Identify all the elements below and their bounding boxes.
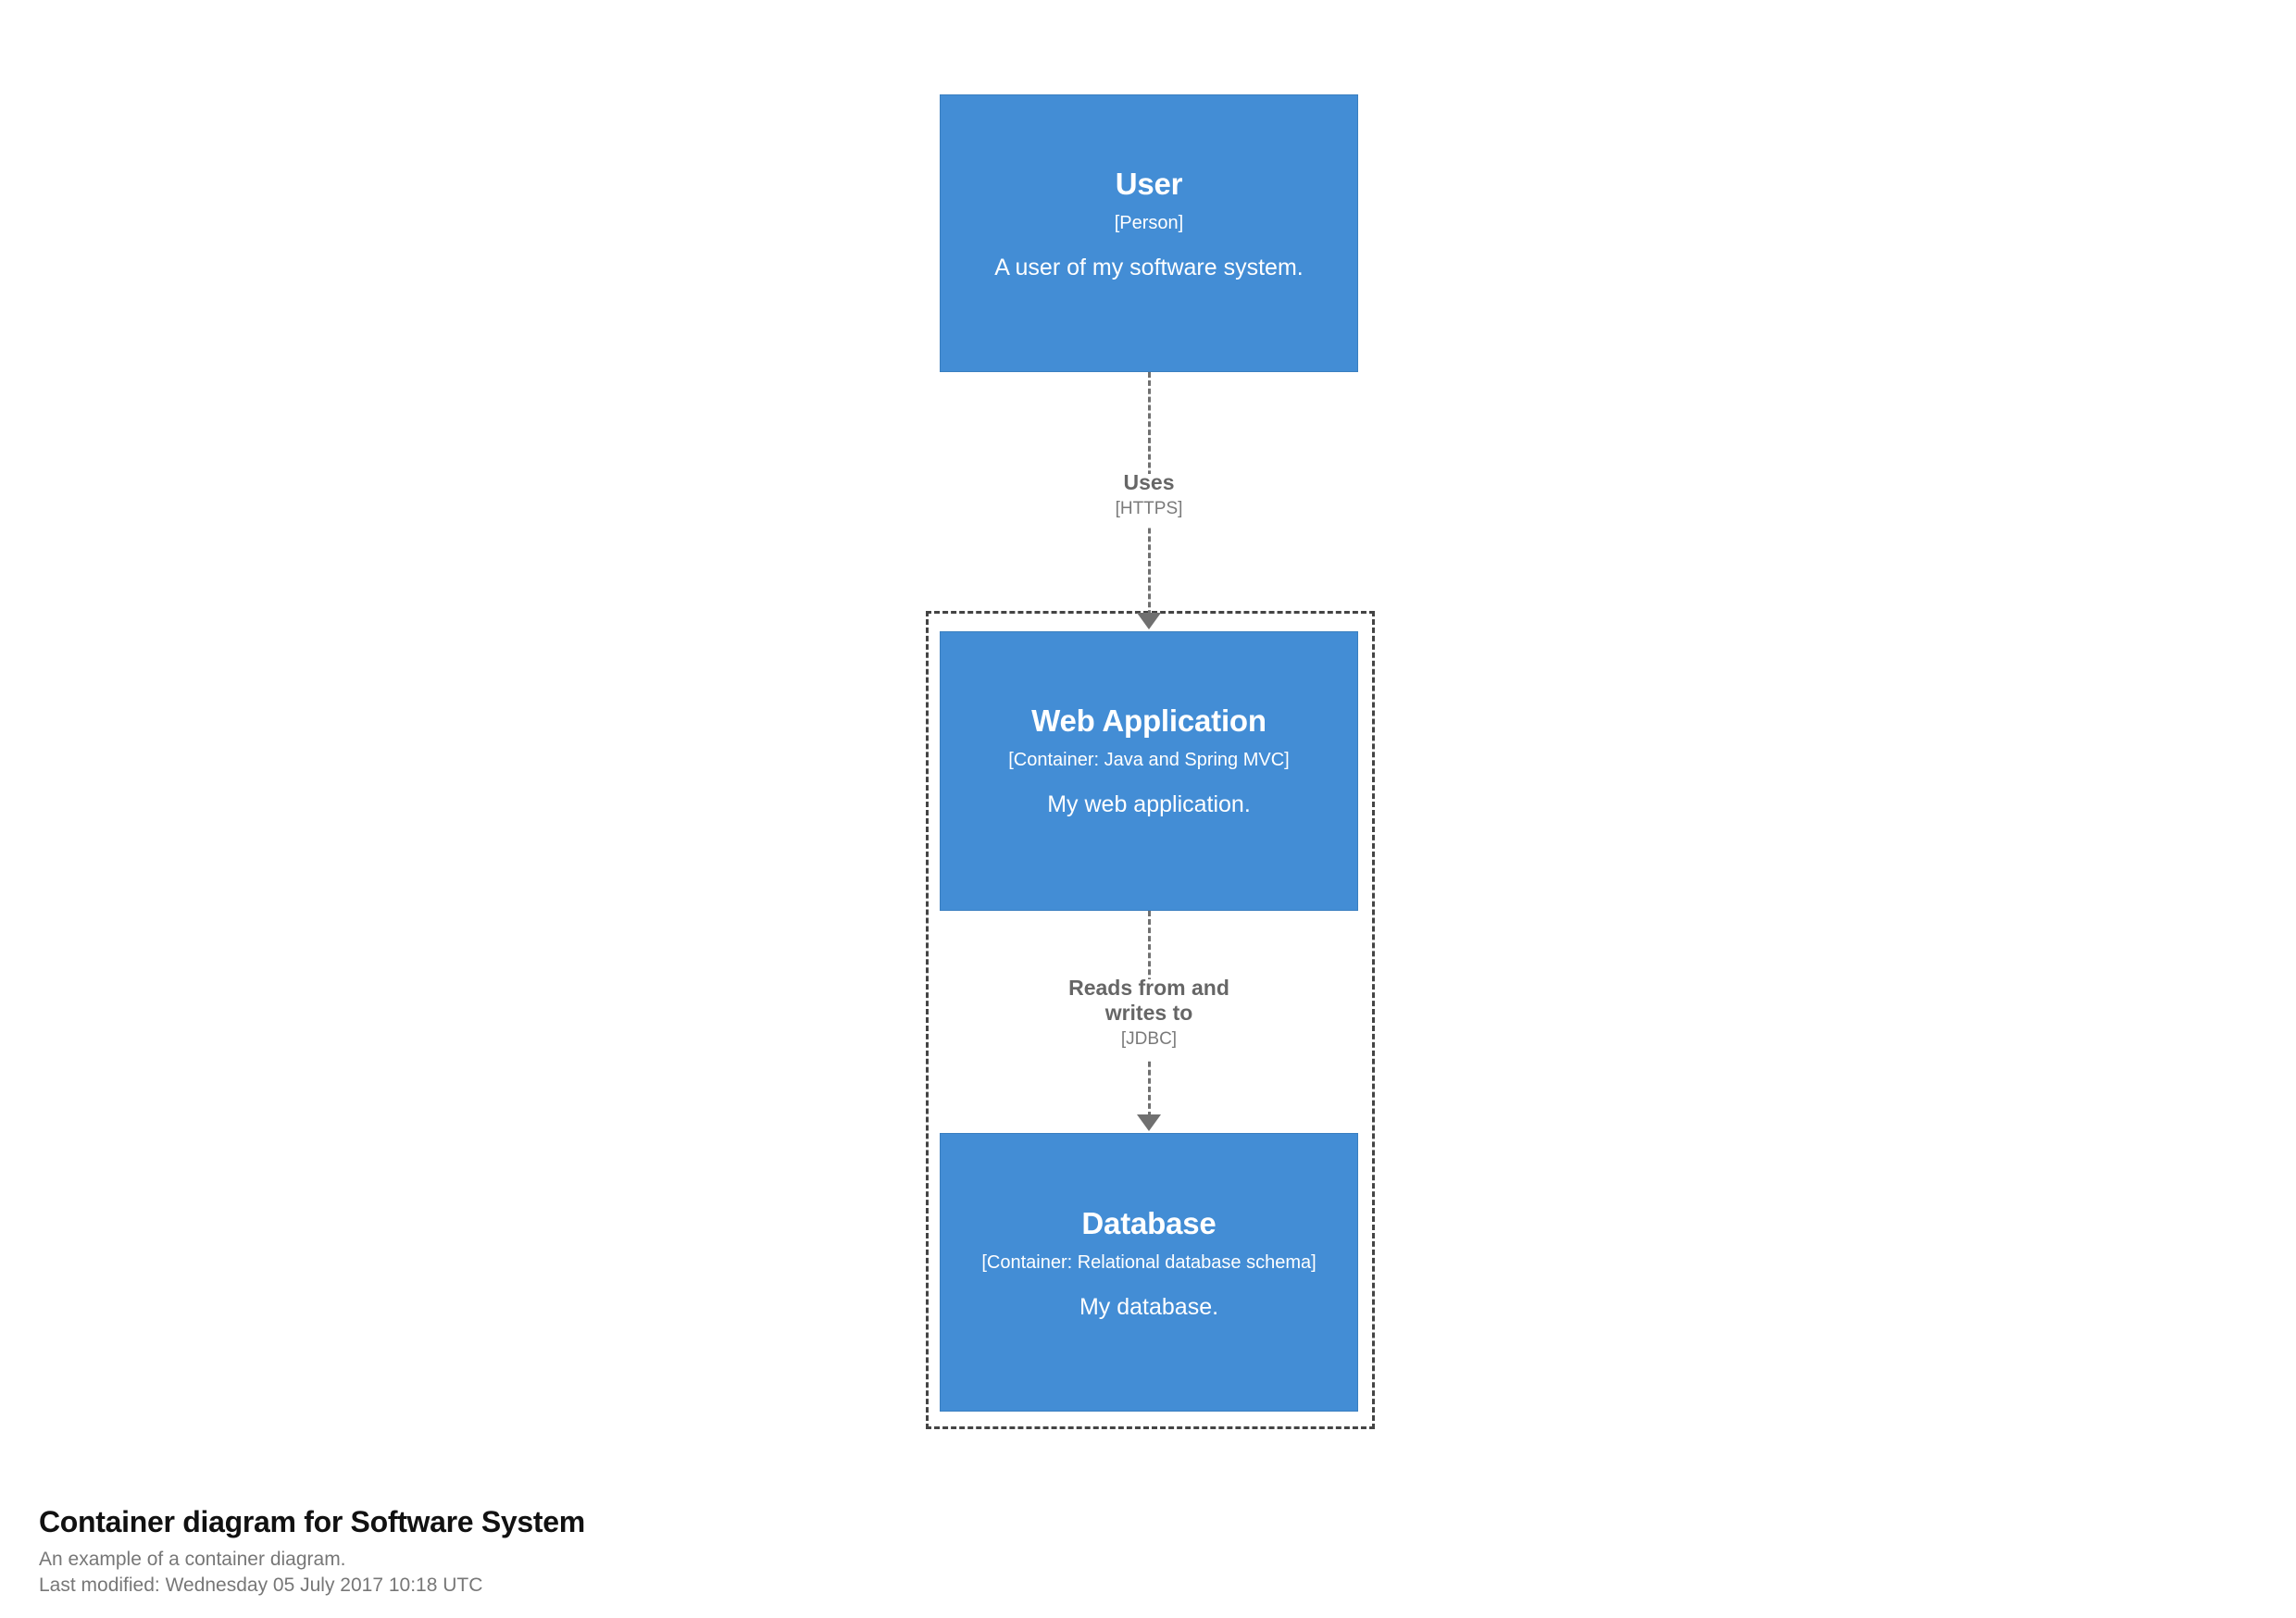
element-database-technology: [Container: Relational database schema] (981, 1251, 1316, 1273)
element-user-name: User (1115, 167, 1183, 201)
diagram-caption: Container diagram for Software System An… (39, 1505, 1335, 1599)
element-database-description: My database. (1079, 1293, 1219, 1320)
element-web-application[interactable]: Web Application [Container: Java and Spr… (940, 631, 1358, 911)
relationship-reads-writes-arrowhead-icon (1137, 1114, 1161, 1131)
relationship-uses-label-background (1046, 474, 1250, 528)
relationship-reads-writes-label-background (1037, 979, 1259, 1061)
element-database-name: Database (1081, 1206, 1217, 1240)
element-web-application-description: My web application. (1047, 790, 1251, 817)
element-web-application-name: Web Application (1031, 703, 1267, 738)
element-web-application-technology: [Container: Java and Spring MVC] (1008, 749, 1290, 770)
diagram-subtitle: An example of a container diagram. (39, 1548, 346, 1570)
element-user-description: A user of my software system. (994, 254, 1304, 280)
element-user-technology: [Person] (1114, 212, 1184, 233)
diagram-last-modified: Last modified: Wednesday 05 July 2017 10… (39, 1574, 483, 1597)
diagram-title: Container diagram for Software System (39, 1505, 585, 1538)
element-user[interactable]: User [Person] A user of my software syst… (940, 94, 1358, 372)
element-database[interactable]: Database [Container: Relational database… (940, 1133, 1358, 1412)
relationship-uses-arrowhead-icon (1137, 613, 1161, 629)
